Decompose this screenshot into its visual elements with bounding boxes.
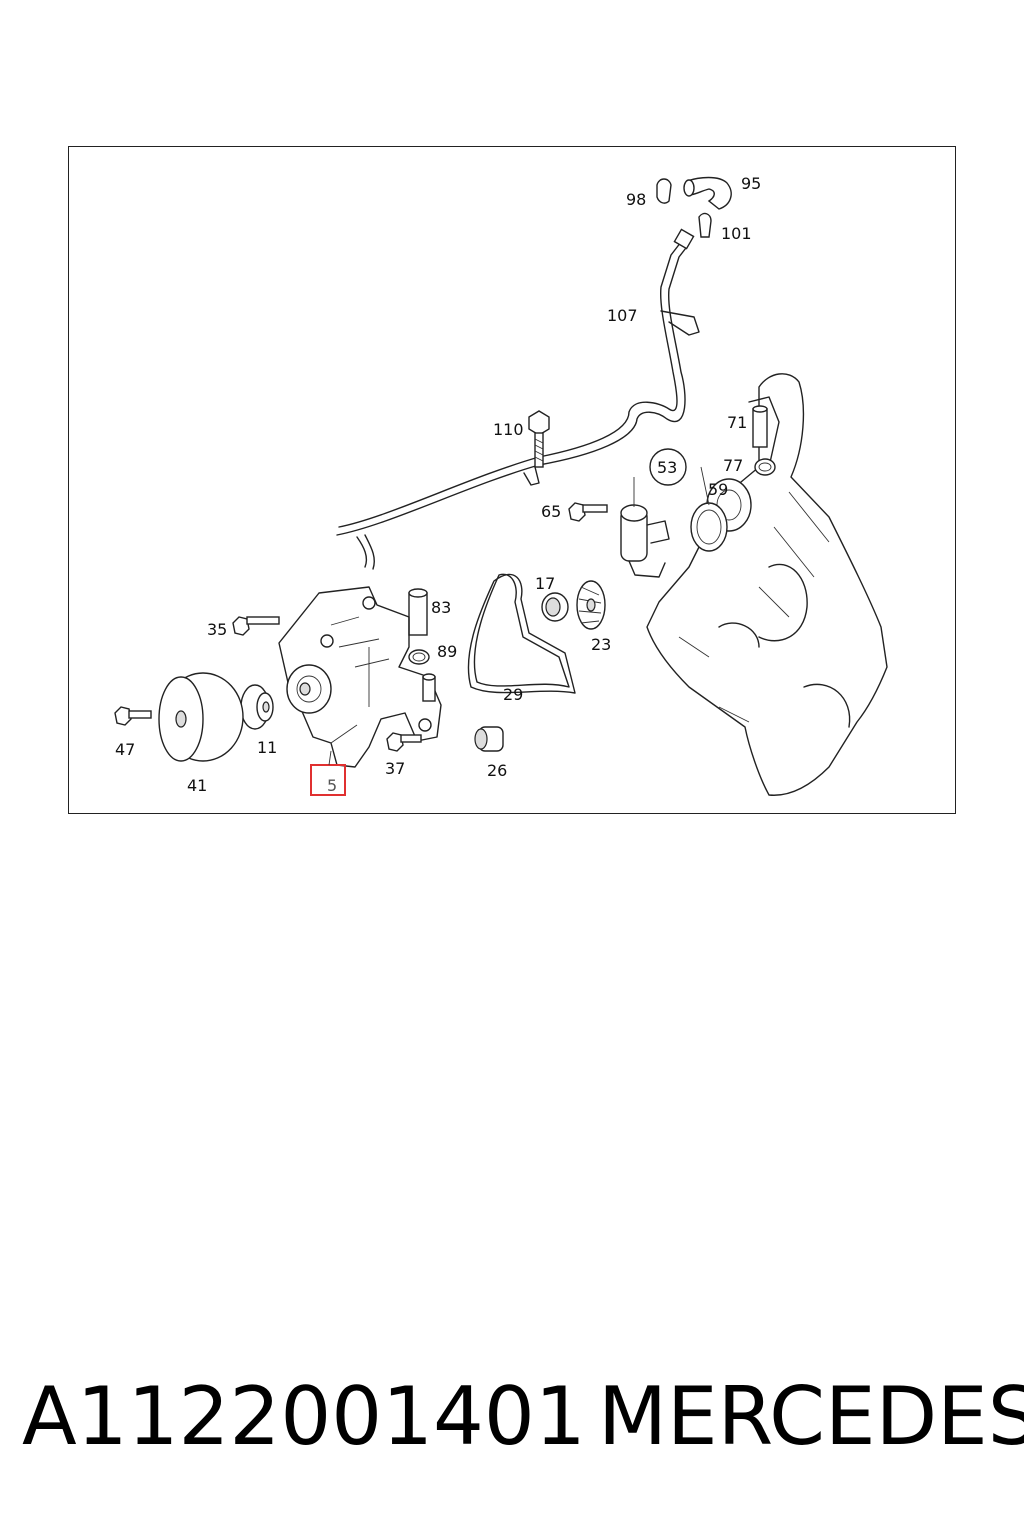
callout-71[interactable]: 71 <box>727 413 747 432</box>
callout-47[interactable]: 47 <box>115 740 135 759</box>
bolt-35-drawing <box>232 616 280 636</box>
footer-caption: A1122001401 MERCEDES <box>0 1370 1024 1470</box>
part-59-drawing <box>690 502 728 552</box>
parts-diagram-frame: 98 95 101 107 110 71 53 77 59 65 17 83 3… <box>68 146 956 814</box>
part-26-drawing <box>474 726 504 752</box>
bolt-47-drawing <box>114 706 152 726</box>
callout-95[interactable]: 95 <box>741 174 761 193</box>
callout-37[interactable]: 37 <box>385 759 405 778</box>
exploded-parts-diagram: 98 95 101 107 110 71 53 77 59 65 17 83 3… <box>114 174 888 796</box>
callout-23[interactable]: 23 <box>591 635 611 654</box>
hub-11-drawing <box>240 684 274 730</box>
callout-53-circle <box>649 448 687 486</box>
highlight-box-part-5 <box>310 764 346 796</box>
callout-83[interactable]: 83 <box>431 598 451 617</box>
hose-and-clamps-drawing <box>656 176 732 238</box>
brand-text: MERCEDES <box>598 1370 1024 1463</box>
bolt-110-drawing <box>528 410 550 468</box>
part-number-text: A1122001401 <box>22 1370 586 1463</box>
part-17-drawing <box>541 592 569 622</box>
callout-29[interactable]: 29 <box>503 685 523 704</box>
callout-5-leader <box>328 750 332 766</box>
callout-107[interactable]: 107 <box>607 306 638 325</box>
part-29-drawing <box>467 573 576 694</box>
callout-77[interactable]: 77 <box>723 456 743 475</box>
callout-41[interactable]: 41 <box>187 776 207 795</box>
bolt-37-drawing <box>386 732 422 752</box>
part-53-drawing <box>620 504 670 578</box>
pulley-41-drawing <box>158 672 244 762</box>
callout-53-leader <box>633 466 710 507</box>
callout-59[interactable]: 59 <box>708 480 728 499</box>
callout-5[interactable]: 5 <box>327 776 337 795</box>
callout-65[interactable]: 65 <box>541 502 561 521</box>
callout-35[interactable]: 35 <box>207 620 227 639</box>
callout-26[interactable]: 26 <box>487 761 507 780</box>
part-77-drawing <box>754 458 776 476</box>
callout-98[interactable]: 98 <box>626 190 646 209</box>
callout-89[interactable]: 89 <box>437 642 457 661</box>
coolant-pipe-drawing <box>336 228 700 570</box>
callout-11[interactable]: 11 <box>257 738 277 757</box>
callout-110[interactable]: 110 <box>493 420 524 439</box>
bolt-65-drawing <box>568 502 608 522</box>
part-89-drawing <box>408 649 430 665</box>
part-71-drawing <box>752 405 768 448</box>
part-23-drawing <box>576 580 606 630</box>
callout-17[interactable]: 17 <box>535 574 555 593</box>
part-83-drawing <box>408 588 428 636</box>
callout-53[interactable]: 53 <box>657 458 677 477</box>
callout-101[interactable]: 101 <box>721 224 752 243</box>
